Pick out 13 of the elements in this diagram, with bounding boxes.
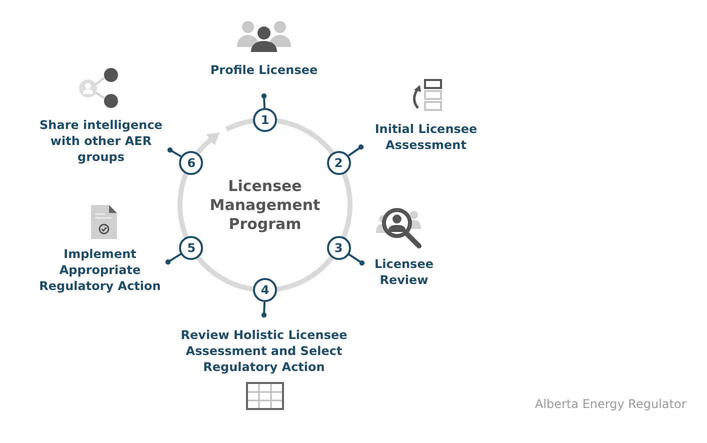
step-number: 4 [253, 278, 277, 302]
leader-line [348, 144, 364, 156]
step-label: Review Holistic Licensee Assessment and Select Regulatory Action [180, 327, 348, 375]
program-title: Licensee Management Program [208, 176, 322, 234]
step-number: 1 [253, 108, 277, 132]
step-label: Profile Licensee [210, 62, 318, 78]
step-label: Initial Licensee Assessment [374, 121, 478, 153]
leader-line [261, 93, 267, 108]
step-label: Implement Appropriate Regulatory Action [38, 246, 162, 294]
step-label: Licensee Review [374, 256, 434, 288]
step-label: Share intelligence with other AER groups [38, 117, 164, 165]
source-credit: Alberta Energy Regulator [535, 396, 686, 413]
leader-line [261, 302, 267, 318]
